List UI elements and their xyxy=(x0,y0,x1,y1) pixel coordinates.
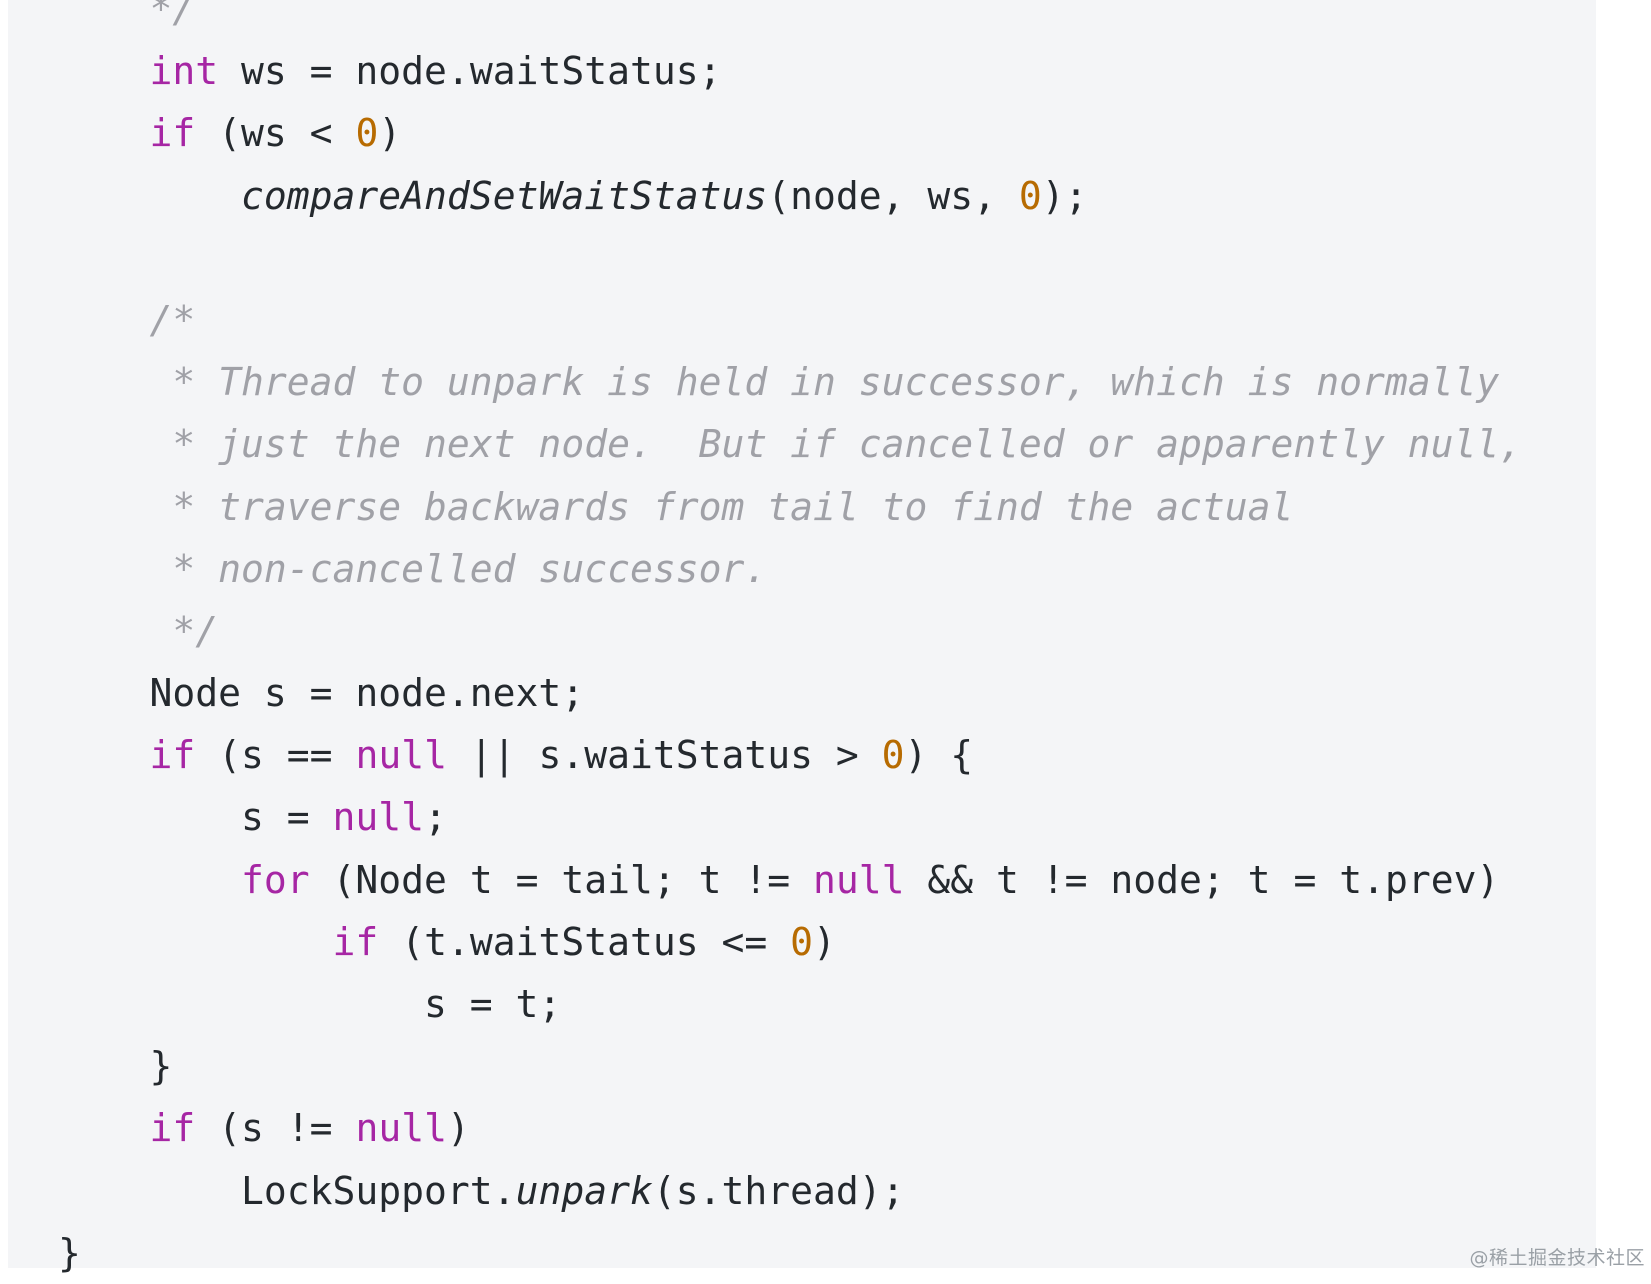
code-token: ; xyxy=(424,795,447,839)
code-token: /* xyxy=(58,298,195,342)
code-token: ) { xyxy=(905,733,974,777)
code-token: ); xyxy=(1042,174,1088,218)
code-line: compareAndSetWaitStatus(node, ws, 0); xyxy=(58,165,1522,227)
code-line: s = t; xyxy=(58,973,1522,1035)
code-token: if xyxy=(150,733,196,777)
code-line: * non-cancelled successor. xyxy=(58,538,1522,600)
code-token: * non-cancelled successor. xyxy=(58,547,767,591)
code-token: s = xyxy=(58,795,333,839)
code-token: (t.waitStatus <= xyxy=(378,920,790,964)
code-token: ) xyxy=(447,1106,470,1150)
code-token: (s == xyxy=(195,733,355,777)
code-line: * Thread to unpark is held in successor,… xyxy=(58,351,1522,413)
code-token xyxy=(58,858,241,902)
code-token: null xyxy=(355,733,447,777)
code-token: ) xyxy=(813,920,836,964)
code-line: Node s = node.next; xyxy=(58,662,1522,724)
code-listing: */ int ws = node.waitStatus; if (ws < 0)… xyxy=(58,0,1522,1284)
code-line: */ xyxy=(58,0,1522,40)
code-line: } xyxy=(58,1035,1522,1097)
code-line: } xyxy=(58,1222,1522,1284)
code-token: if xyxy=(150,111,196,155)
code-line: LockSupport.unpark(s.thread); xyxy=(58,1160,1522,1222)
code-token: 0 xyxy=(790,920,813,964)
code-token: for xyxy=(241,858,310,902)
code-token xyxy=(58,111,150,155)
code-block: */ int ws = node.waitStatus; if (ws < 0)… xyxy=(8,0,1596,1268)
code-token: LockSupport. xyxy=(58,1169,516,1213)
code-token: } xyxy=(58,1231,81,1275)
code-token: s = t; xyxy=(58,982,561,1026)
code-token: * Thread to unpark is held in successor,… xyxy=(58,360,1499,404)
code-token: (s != xyxy=(195,1106,355,1150)
code-token xyxy=(58,920,333,964)
code-token: * just the next node. But if cancelled o… xyxy=(58,422,1522,466)
code-token xyxy=(58,733,150,777)
code-line: */ xyxy=(58,600,1522,662)
code-token: (Node t = tail; t != xyxy=(310,858,813,902)
watermark: @稀土掘金技术社区 xyxy=(1469,1243,1645,1270)
code-token: * traverse backwards from tail to find t… xyxy=(58,485,1293,529)
code-token: 0 xyxy=(355,111,378,155)
code-token: (ws < xyxy=(195,111,355,155)
code-token: int xyxy=(150,49,219,93)
code-token: (node, ws, xyxy=(767,174,1019,218)
code-token: ) xyxy=(378,111,401,155)
code-token: if xyxy=(150,1106,196,1150)
code-token: null xyxy=(333,795,425,839)
code-token xyxy=(58,174,241,218)
code-token: 0 xyxy=(882,733,905,777)
code-line: if (s != null) xyxy=(58,1097,1522,1159)
code-token: Node s = node.next; xyxy=(58,671,584,715)
code-token: null xyxy=(355,1106,447,1150)
code-line: if (t.waitStatus <= 0) xyxy=(58,911,1522,973)
code-token: (s.thread); xyxy=(653,1169,905,1213)
code-line: /* xyxy=(58,289,1522,351)
code-token: unpark xyxy=(516,1169,653,1213)
code-token xyxy=(58,1106,150,1150)
code-line: s = null; xyxy=(58,786,1522,848)
code-token: compareAndSetWaitStatus xyxy=(241,174,767,218)
code-line: if (s == null || s.waitStatus > 0) { xyxy=(58,724,1522,786)
code-token xyxy=(58,49,150,93)
code-line: for (Node t = tail; t != null && t != no… xyxy=(58,849,1522,911)
code-line: * traverse backwards from tail to find t… xyxy=(58,476,1522,538)
code-line: * just the next node. But if cancelled o… xyxy=(58,413,1522,475)
code-token: */ xyxy=(58,609,218,653)
code-token: && t != node; t = t.prev) xyxy=(905,858,1500,902)
code-line: int ws = node.waitStatus; xyxy=(58,40,1522,102)
code-token: null xyxy=(813,858,905,902)
code-token: 0 xyxy=(1019,174,1042,218)
code-line xyxy=(58,227,1522,289)
code-token: || s.waitStatus > xyxy=(447,733,882,777)
code-line: if (ws < 0) xyxy=(58,102,1522,164)
code-token: ws = node.waitStatus; xyxy=(218,49,721,93)
code-token: } xyxy=(58,1044,172,1088)
code-token: if xyxy=(333,920,379,964)
code-token: */ xyxy=(58,0,195,31)
